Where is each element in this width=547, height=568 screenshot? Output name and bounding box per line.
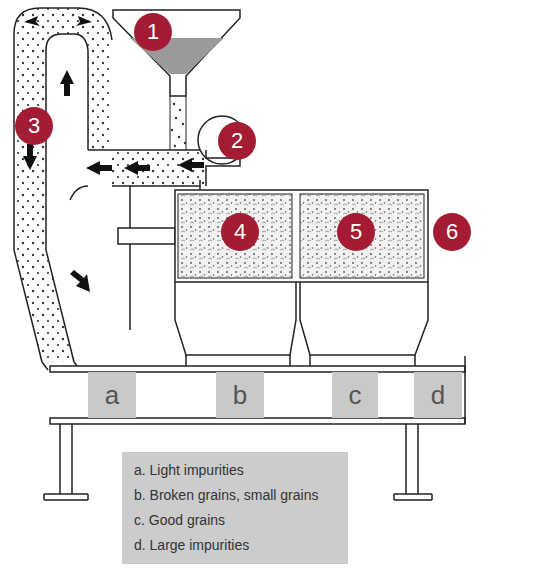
callout-number: 6 xyxy=(433,213,471,251)
callout-number-text: 4 xyxy=(234,221,246,243)
key-box: a. Light impuritiesb. Broken grains, sma… xyxy=(122,452,348,564)
outlet-letter-text: c xyxy=(349,382,362,408)
callout-number-text: 6 xyxy=(446,221,458,243)
outlet-letter: b xyxy=(216,372,264,418)
outlet-letter: d xyxy=(414,372,462,418)
callout-number-text: 5 xyxy=(350,221,362,243)
outlet-letter-text: d xyxy=(431,382,445,408)
callout-number: 5 xyxy=(337,213,375,251)
outlet-letter: a xyxy=(88,372,136,418)
key-entry: c. Good grains xyxy=(134,508,336,533)
callout-number-text: 3 xyxy=(28,115,40,137)
callout-number: 1 xyxy=(134,13,172,51)
outlet-letter: c xyxy=(332,372,378,418)
key-entry: b. Broken grains, small grains xyxy=(134,483,336,508)
key-entry: d. Large impurities xyxy=(134,533,336,558)
callout-number: 2 xyxy=(218,122,256,160)
outlet-letter-text: a xyxy=(105,382,119,408)
callout-number-text: 2 xyxy=(231,130,243,152)
key-entry: a. Light impurities xyxy=(134,458,336,483)
callout-number: 3 xyxy=(15,107,53,145)
callout-number: 4 xyxy=(221,213,259,251)
outlet-letter-text: b xyxy=(233,382,247,408)
callout-number-text: 1 xyxy=(147,21,159,43)
